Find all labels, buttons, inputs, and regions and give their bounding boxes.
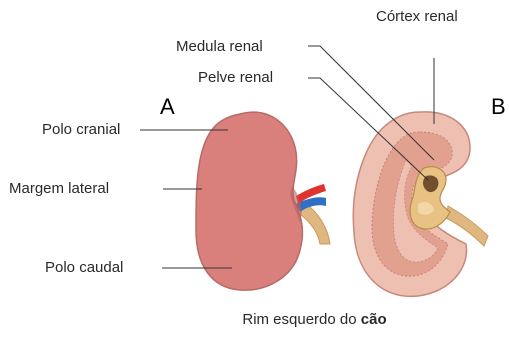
kidney-body: [196, 112, 302, 290]
panel-letter-b: B: [491, 96, 506, 118]
label-cortex-renal: Córtex renal: [376, 9, 458, 24]
figure-caption: Rim esquerdo do cão: [0, 312, 509, 327]
label-pelve-renal: Pelve renal: [198, 70, 273, 85]
kidney-external-view: [196, 112, 330, 290]
label-polo-cranial: Polo cranial: [42, 122, 120, 137]
caption-emphasis: cão: [361, 311, 387, 328]
panel-letter-a: A: [160, 96, 175, 118]
label-polo-caudal: Polo caudal: [45, 260, 123, 275]
ureter-external: [300, 204, 330, 244]
label-medula-renal: Medula renal: [176, 39, 263, 54]
label-margem-lateral: Margem lateral: [9, 181, 109, 196]
caption-text: Rim esquerdo do: [242, 311, 356, 328]
kidney-section-view: [353, 112, 488, 297]
